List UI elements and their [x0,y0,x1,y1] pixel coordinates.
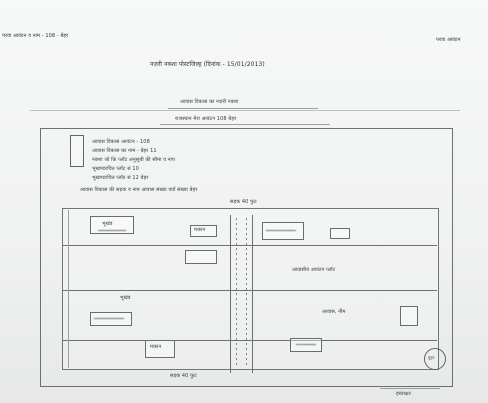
scribble-3 [94,318,124,319]
plot-label-box-2 [190,225,217,237]
document-title: नज़री नक्शा पोस्टजिल्ह (दिनांक - 15/01/2… [150,61,265,68]
road-dots-right [246,218,247,368]
road-left-edge [230,215,231,373]
legend-bracket [70,135,84,167]
map-title-underline2 [160,124,330,125]
plot-divider-1 [62,245,437,246]
scribble-2 [266,230,296,231]
plot-label-box-5 [185,250,217,264]
frame-left-border [40,128,41,386]
plot-label-text-6: मकान [150,344,162,350]
legend-item-5: भूखण्डरचित प्लॉट सं 12 बेहर [92,175,149,181]
signature-caption: हस्ताक्षर [396,391,411,397]
scribble-4 [296,344,316,345]
map-title-line1: आवास विकास का नज़री नक्शा [180,99,239,105]
frame-bottom-border [40,386,453,387]
header-right-text: परवा आवंटन [436,37,461,43]
left-side-line [68,210,69,368]
plot-label-box-1 [90,216,134,234]
top-rule [30,110,460,111]
legend-note: आवास विकास की सड़क व नाम आवास संख्या वार… [80,187,198,193]
legend-item-4: भूखण्डरचित प्लॉट सं 10 [92,166,139,172]
plot-label-text-2: मकान [194,227,206,233]
plot-top-label: सड़क 40 फुट [230,199,257,205]
signature-line [380,388,440,389]
header-left-text: परवा आवंटन व नाम - 108 - बेहर [2,33,69,39]
plot-label-box-4 [330,228,350,239]
plot-boundary [62,208,439,370]
legend-item-1: आवास विकास आवंटन - 108 [92,139,150,145]
road-dots-left [236,218,237,368]
legend-item-3: नक्शा जो कि प्लॉट अनुसूची की सीमा व नाप [92,157,175,163]
plot-label-box-3 [262,222,304,240]
plot-label-box-6 [90,312,132,326]
plot-bottom-label: सड़क 40 फुट [170,373,197,379]
stamp-text: मुहर [428,355,435,360]
compass-stamp-circle [424,348,446,370]
plot-label-box-8 [145,340,175,358]
plot-divider-2 [62,290,437,291]
frame-top-border [40,128,453,129]
frame-right-border [452,128,453,386]
plot-label-text-1: भूखंड [102,221,113,227]
plot-label-box-9 [290,338,322,352]
map-title-line2: राजस्थान मेरा आवंटन 108 बेहर [175,116,237,122]
plot-label-box-7 [400,306,418,326]
plot-divider-3 [62,340,437,341]
plot-label-text-5: आवास, नीम [322,309,346,315]
plot-label-text-3: आवासीय आवंटन प्लॉट [292,267,336,273]
plot-label-text-4: भूखंड [120,295,131,301]
road-right-edge [252,215,253,373]
legend-item-2: आवास विकास का नाम - बेहर 11 [92,148,157,154]
map-title-underline [168,108,318,109]
scribble-1 [98,230,126,231]
